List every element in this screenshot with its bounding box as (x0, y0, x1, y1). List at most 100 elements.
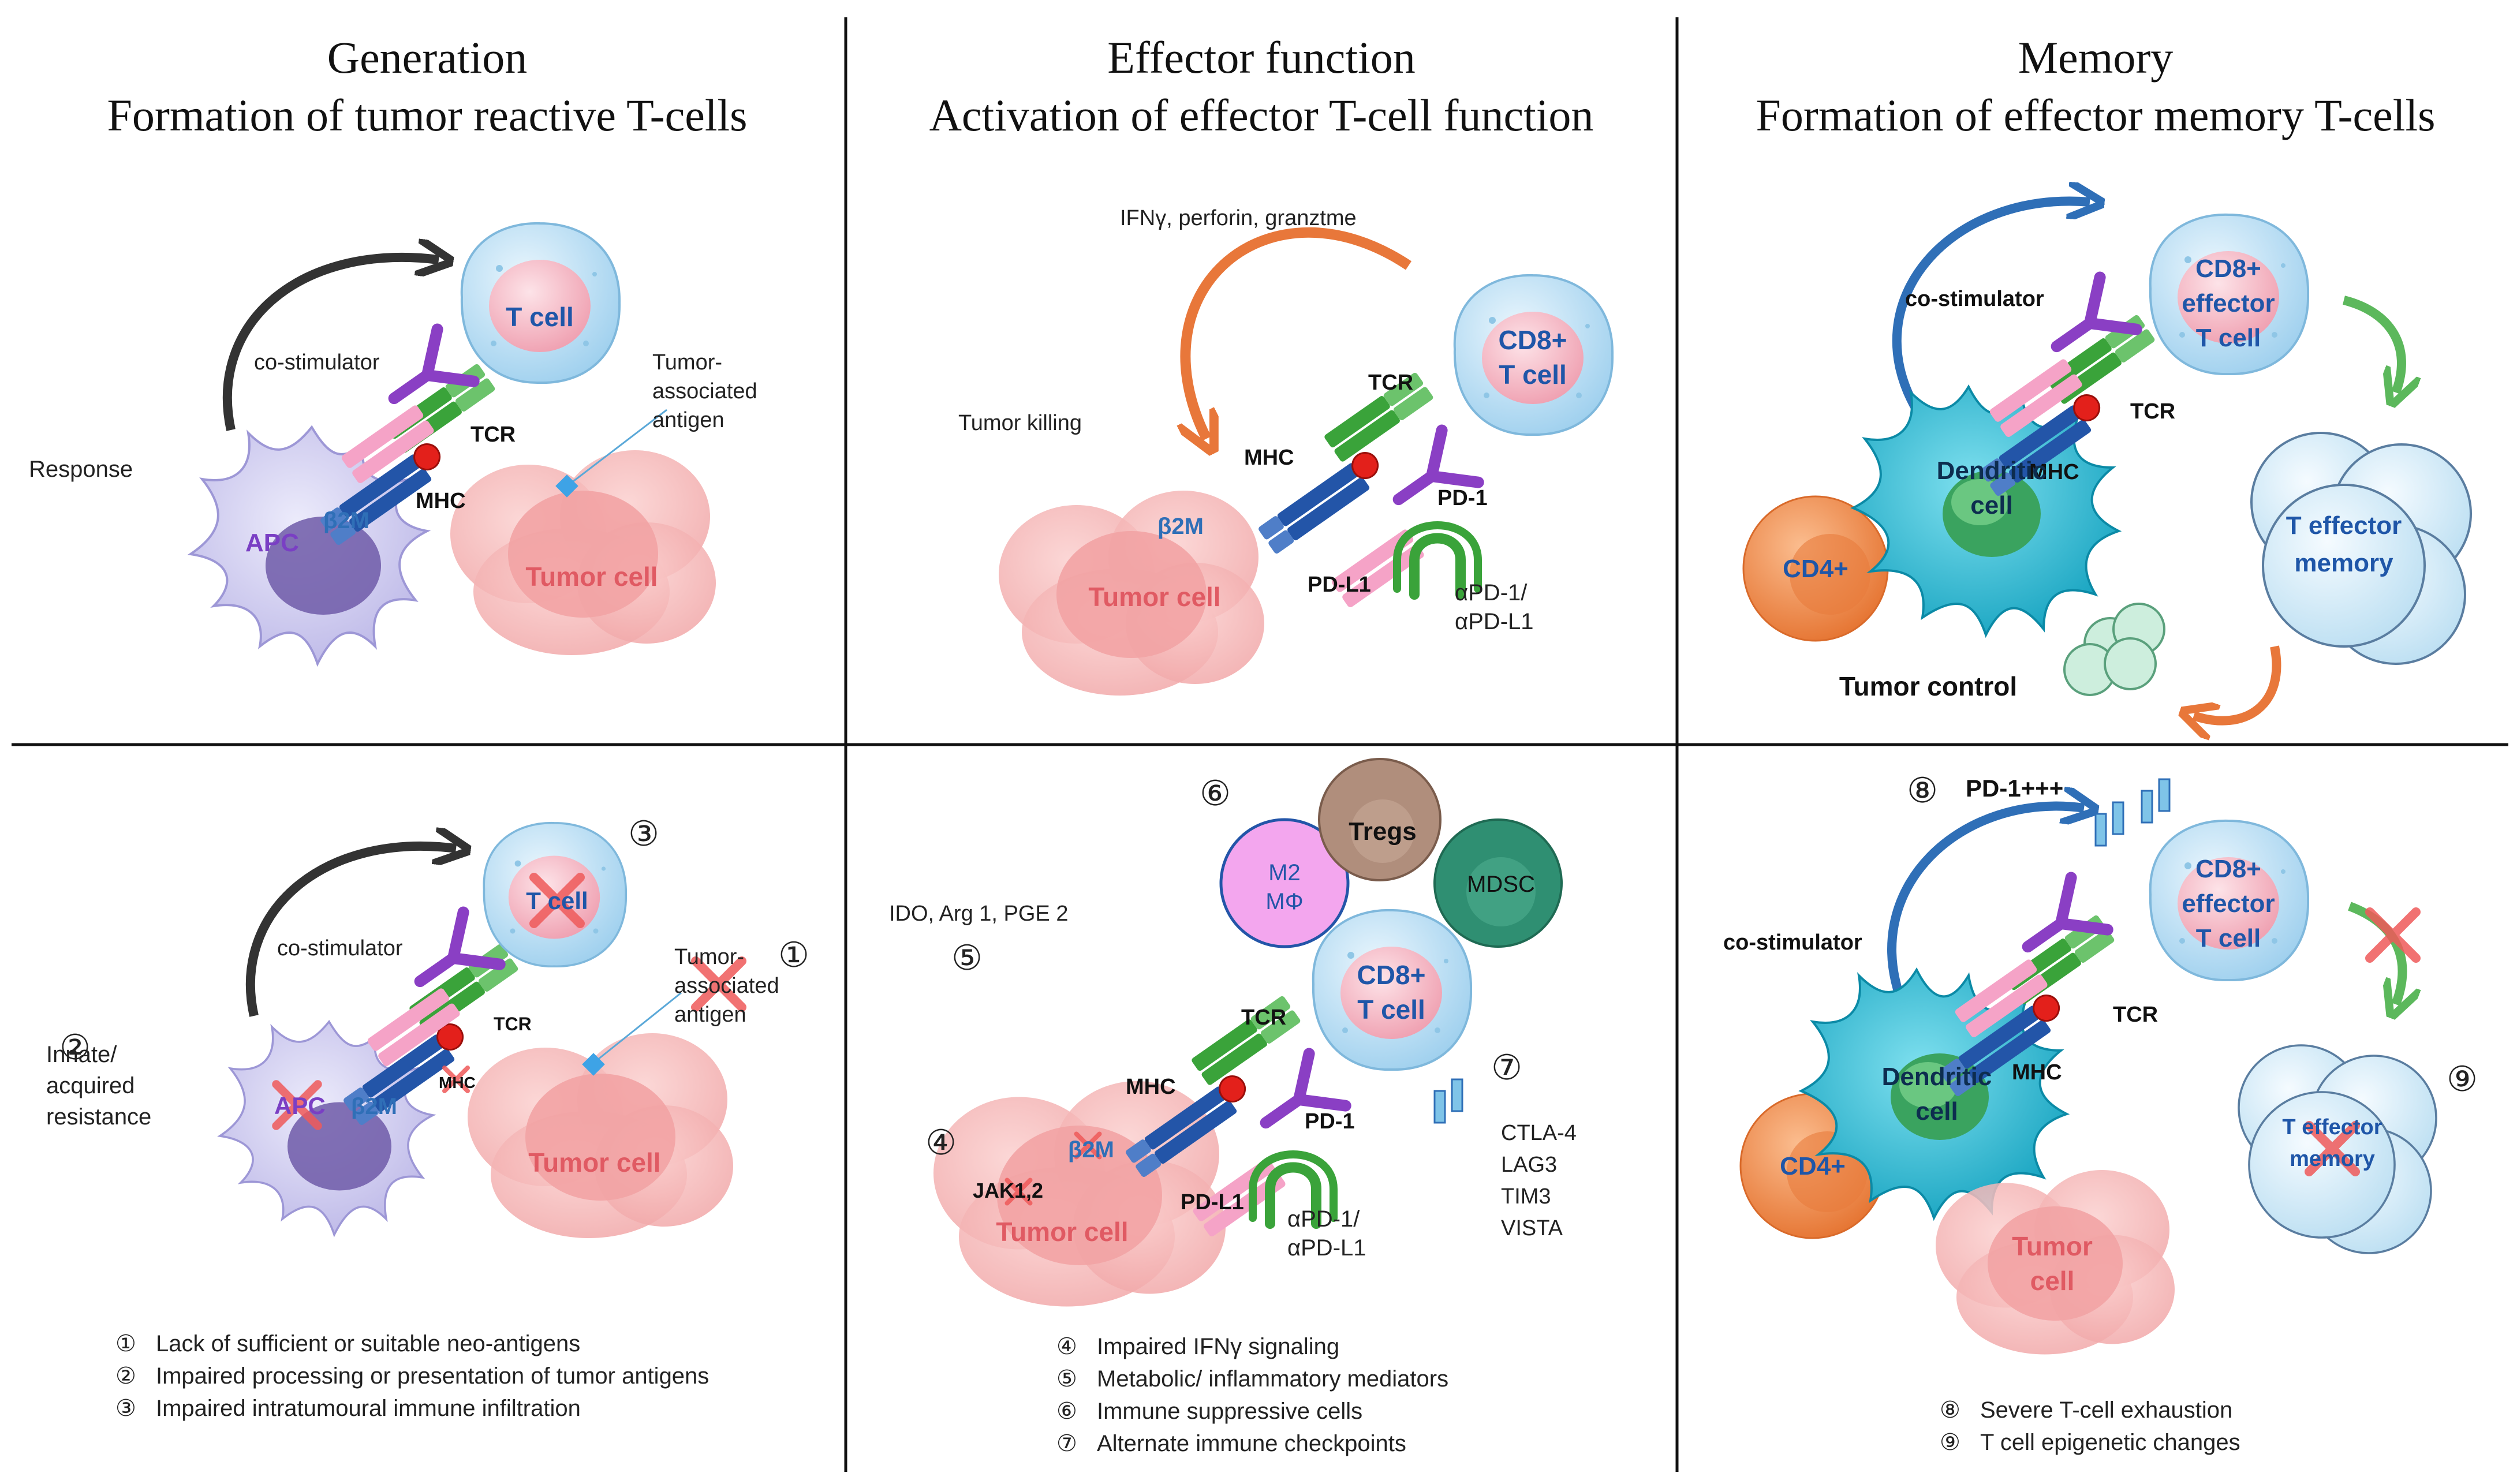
taa-label-d-1: Tumor- (674, 945, 744, 969)
b2m-label: β2M (323, 508, 369, 533)
antigen-diamond (555, 474, 578, 498)
pd1-label: PD-1 (1437, 486, 1488, 510)
apd1-label-e: αPD-1/ (1287, 1206, 1360, 1232)
apc-label: APC (245, 529, 299, 557)
title-generation: Generation Formation of tumor reactive T… (107, 32, 748, 140)
panel-generation-response (189, 222, 716, 665)
mhc-label-e: MHC (1126, 1075, 1176, 1099)
teff-label-2: memory (2294, 549, 2393, 577)
ifn-label: IFNγ, perforin, granztme (1120, 206, 1357, 230)
taa-label-3: antigen (652, 408, 725, 432)
costim-label-f: co-stimulator (1723, 930, 1862, 955)
taa-label-1: Tumor- (652, 350, 722, 375)
marker-9: ⑨ (2447, 1060, 2478, 1098)
tumor-label-f-2: cell (2030, 1266, 2075, 1296)
dendritic-label-c: Dendritic (1937, 457, 2047, 485)
tcell-label: T cell (506, 302, 574, 332)
panel-memory-response (1742, 201, 2472, 721)
blue-costim-arrow (1892, 201, 2090, 413)
tcell-label-c: T cell (2196, 324, 2261, 352)
cd8-label-b: CD8+ (1499, 325, 1567, 355)
ctla4-label: CTLA-4 (1501, 1121, 1577, 1145)
tcr-label-b: TCR (1368, 371, 1413, 395)
cd8-label-f: CD8+ (2195, 855, 2261, 883)
marker-2: ② (59, 1028, 91, 1067)
tumor-cell-label-b: Tumor cell (1088, 582, 1220, 612)
apc-label-d: APC (274, 1092, 326, 1119)
tumor-control-label: Tumor control (1839, 671, 2017, 701)
m2-label: M2 (1268, 860, 1301, 885)
marker-6: ⑥ (1200, 774, 1231, 813)
dendritic-cell-label-f: cell (1915, 1097, 1958, 1126)
tcell-label-f: T cell (2196, 924, 2261, 952)
ido-label: IDO, Arg 1, PGE 2 (889, 902, 1068, 926)
taa-label-d-3: antigen (674, 1003, 746, 1027)
pd1pp-label: PD-1+++ (1966, 775, 2063, 802)
apc-shape (189, 426, 428, 665)
taa-label-d-2: associated (674, 974, 779, 998)
marker-5: ⑤ (951, 939, 983, 977)
memory-cluster-shape (2250, 432, 2472, 665)
mhc-label-d: MHC (439, 1074, 476, 1091)
tumor-label-f-1: Tumor (2012, 1231, 2093, 1261)
marker-1: ① (778, 936, 809, 974)
teff-label-1: T effector (2286, 511, 2402, 540)
tcr-label-d: TCR (494, 1014, 532, 1034)
mphi-label: MΦ (1265, 889, 1303, 914)
mhc-label: MHC (416, 489, 466, 513)
mdsc-label: MDSC (1467, 872, 1535, 897)
cd8-tcell-label-b: T cell (1499, 360, 1567, 390)
tregs-label: Tregs (1349, 817, 1416, 846)
effector-label-c: effector (2182, 289, 2275, 317)
costim-label: co-stimulator (254, 350, 380, 375)
pdl1-label-e: PD-L1 (1181, 1190, 1244, 1214)
mhc-label-f: MHC (2012, 1060, 2062, 1085)
b2m-label-b: β2M (1157, 514, 1204, 539)
tumor-cell-shape (450, 450, 716, 655)
killing-arrow (1185, 227, 1411, 439)
teff-label-f-2: memory (2290, 1147, 2375, 1171)
apdl1-label: αPD-L1 (1455, 609, 1534, 634)
pd1-label-e: PD-1 (1305, 1109, 1355, 1134)
title-effector: Effector function Activation of effector… (929, 32, 1594, 140)
panel-generation-resistance (219, 821, 742, 1238)
tim3-label: TIM3 (1501, 1184, 1551, 1209)
mhc-label-b: MHC (1244, 446, 1294, 470)
b2m-label-e: β2M (1068, 1137, 1114, 1162)
jak-label: JAK1,2 (973, 1179, 1043, 1202)
marker-3: ③ (628, 814, 659, 853)
pdl1-label: PD-L1 (1308, 573, 1371, 597)
cd8-label-e: CD8+ (1357, 960, 1426, 990)
title-memory: Memory Formation of effector memory T-ce… (1756, 32, 2436, 140)
tumor-killing-label: Tumor killing (958, 411, 1082, 435)
dendritic-cell-label-c: cell (1970, 491, 2012, 519)
taa-label-2: associated (652, 379, 757, 403)
row-label-response: Response (29, 457, 133, 482)
lag3-label: LAG3 (1501, 1153, 1557, 1177)
tcr-label: TCR (470, 423, 516, 447)
tcr-label-e: TCR (1241, 1005, 1286, 1030)
marker-4: ④ (925, 1123, 957, 1162)
row-label-resistance: Innate/ acquired resistance (46, 1042, 152, 1130)
tumor-cell-label-d: Tumor cell (528, 1147, 660, 1178)
tcr-label-c: TCR (2130, 399, 2175, 424)
cd4-label-f: CD4+ (1780, 1152, 1846, 1180)
dendritic-label-f: Dendritic (1882, 1063, 1992, 1091)
costim-label-c: co-stimulator (1905, 287, 2044, 311)
teff-label-f-1: T effector (2282, 1115, 2382, 1139)
marker-8: ⑧ (1907, 771, 1938, 810)
effector-label-f: effector (2182, 889, 2275, 918)
marker-7: ⑦ (1491, 1048, 1522, 1087)
